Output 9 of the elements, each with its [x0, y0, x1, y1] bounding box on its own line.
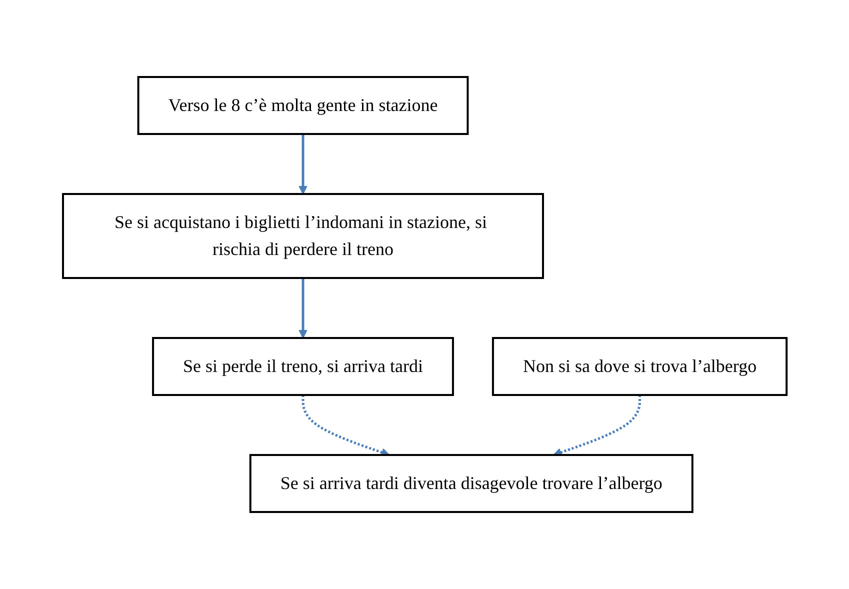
arrow	[298, 134, 308, 194]
node-box: Se si acquistano i biglietti l’indomani in stazione, si rischia di perdere il treno	[62, 193, 544, 279]
node-box: Non si sa dove si trova l’albergo	[492, 337, 788, 396]
node-box: Verso le 8 c’è molta gente in stazione	[137, 76, 468, 135]
node-box: Se si perde il treno, si arriva tardi	[152, 337, 454, 396]
node-box: Se si arriva tardi diventa disagevole trovare l’albergo	[249, 454, 694, 513]
arrow	[298, 278, 308, 338]
arrow	[301, 395, 390, 457]
arrow	[552, 395, 641, 457]
